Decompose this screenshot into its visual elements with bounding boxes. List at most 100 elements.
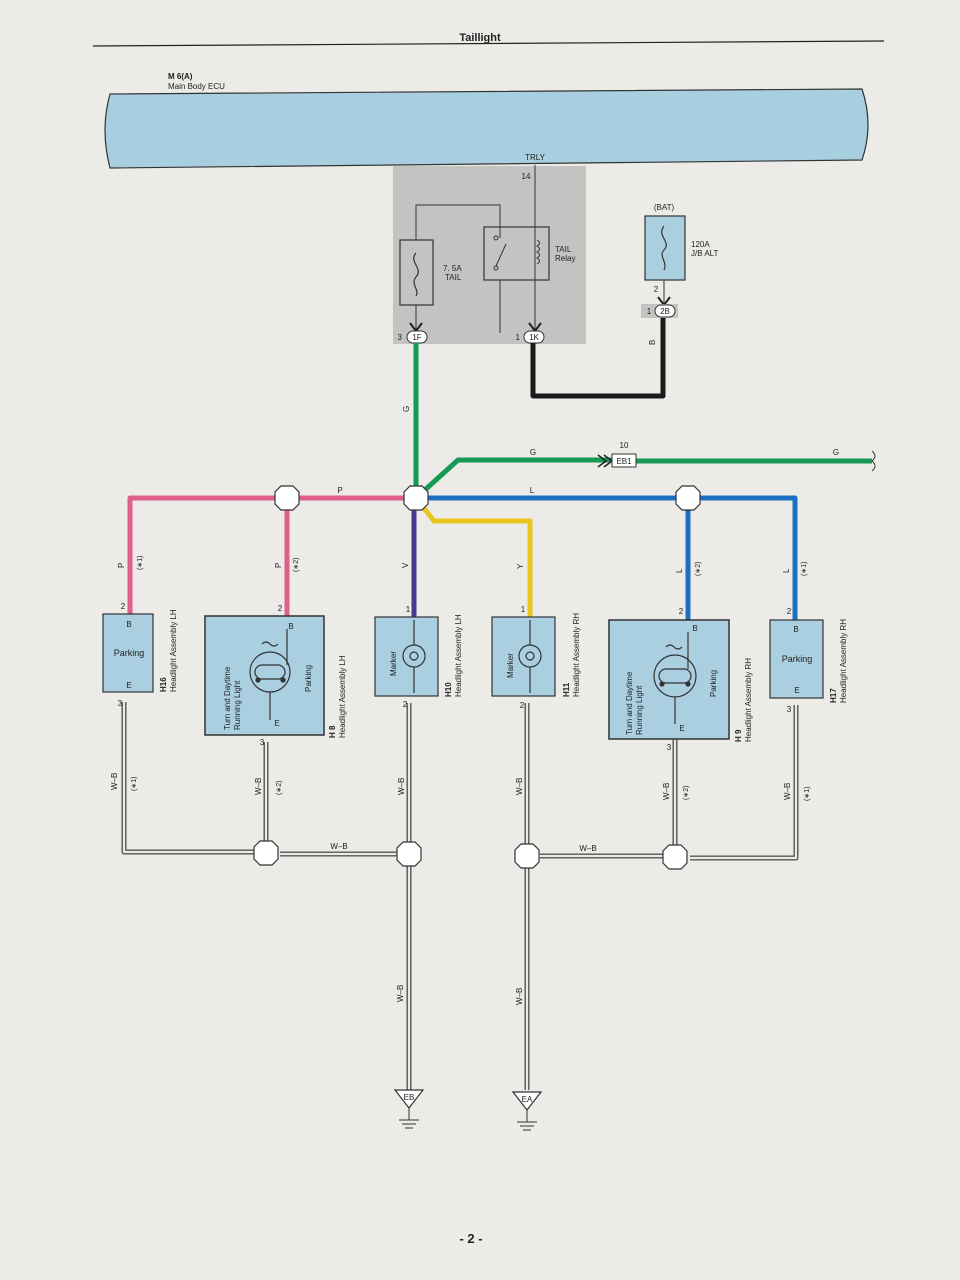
h11-pin-top: 1 bbox=[521, 605, 526, 614]
wire-green-break bbox=[871, 450, 876, 472]
wb-label-h9: W–B bbox=[662, 783, 671, 800]
main-body-ecu-box bbox=[104, 88, 869, 169]
splice-bottom-4 bbox=[662, 844, 688, 870]
jb-internal-wiring bbox=[415, 165, 536, 333]
component-h10: 1 Marker 2 H10 Headlight Assembly LH bbox=[374, 605, 463, 709]
h16-pin-b: B bbox=[126, 620, 131, 629]
component-h11: 1 Marker 2 H11 Headlight Assembly RH bbox=[491, 605, 581, 710]
note-h8-top: (∗2) bbox=[293, 558, 300, 572]
component-h9: 2 B Turn and Daytime Running Light Parki… bbox=[608, 607, 753, 752]
tail-fuse bbox=[399, 239, 434, 306]
alt-fuse-icon bbox=[661, 225, 667, 271]
h11-bulb-icon bbox=[518, 620, 542, 693]
note-h9-bottom: (∗2) bbox=[683, 786, 690, 800]
wire-pink-h16 bbox=[127, 495, 416, 614]
wb-label-right-bus: W–B bbox=[579, 844, 596, 853]
h8-code: H 8 bbox=[328, 725, 337, 738]
h9-function-c: Parking bbox=[709, 670, 718, 697]
tail-fuse-icon bbox=[413, 252, 419, 297]
h17-name: Headlight Assembly RH bbox=[839, 619, 848, 703]
wire-l-label: L bbox=[530, 486, 535, 495]
ground-wires-wb-inner bbox=[122, 702, 798, 1090]
connector-2b-pin: 1 bbox=[647, 307, 652, 316]
splice-top-left bbox=[274, 485, 300, 511]
splice-bottom-2 bbox=[396, 841, 422, 867]
wire-g-label-3: G bbox=[833, 448, 839, 457]
wire-p-label-h8: P bbox=[274, 563, 283, 568]
h8-function-a: Turn and Daytime bbox=[223, 666, 232, 730]
ecu-terminal-name: TRLY bbox=[525, 153, 546, 162]
h8-function-b: Running Light bbox=[233, 680, 242, 730]
h10-code: H10 bbox=[444, 682, 453, 697]
connector-eb1-pin: 10 bbox=[620, 441, 629, 450]
fuse-rating: 7. 5A bbox=[443, 264, 462, 273]
page-number: - 2 - bbox=[459, 1231, 482, 1246]
h16-pin-bottom: 3 bbox=[118, 699, 123, 708]
wire-g-label: G bbox=[402, 406, 411, 412]
wb-label-left-bus: W–B bbox=[330, 842, 347, 851]
wb-label-h16: W–B bbox=[110, 773, 119, 790]
note-h16-bottom: (∗1) bbox=[131, 777, 138, 791]
h10-bulb-icon bbox=[402, 620, 426, 693]
connector-1k-label: 1K bbox=[529, 333, 539, 342]
h17-code: H17 bbox=[829, 688, 838, 703]
h9-function-b: Running Light bbox=[635, 685, 644, 735]
wire-green-branch bbox=[414, 457, 612, 500]
wire-l-label-h17: L bbox=[782, 568, 791, 573]
wire-b-label: B bbox=[648, 340, 657, 345]
h17-pin-top: 2 bbox=[787, 607, 792, 616]
component-h16: 2 B Parking E 3 H16 Headlight Assembly L… bbox=[102, 602, 178, 708]
fuse-name: TAIL bbox=[445, 273, 462, 282]
tail-relay bbox=[483, 226, 550, 281]
note-h17-top: (∗1) bbox=[801, 562, 808, 576]
h9-name: Headlight Assembly RH bbox=[744, 658, 753, 742]
note-h8-bottom: (∗2) bbox=[276, 781, 283, 795]
wire-l-label-h9: L bbox=[675, 568, 684, 573]
h10-name: Headlight Assembly LH bbox=[454, 614, 463, 697]
h9-pin-e: E bbox=[679, 724, 684, 733]
wire-black-b bbox=[530, 318, 666, 399]
splice-top-right bbox=[675, 485, 701, 511]
note-h17-bottom: (∗1) bbox=[804, 787, 811, 801]
relay-label: Relay bbox=[555, 254, 575, 263]
header-rule bbox=[92, 40, 885, 47]
wb-label-h11: W–B bbox=[515, 778, 524, 795]
h8-pin-b: B bbox=[288, 622, 293, 631]
relay-switch-icon bbox=[493, 235, 507, 271]
ground-ea-label: EA bbox=[522, 1095, 533, 1104]
h17-pin-bottom: 3 bbox=[787, 705, 792, 714]
wb-label-h17: W–B bbox=[783, 783, 792, 800]
h11-code: H11 bbox=[562, 682, 571, 697]
wire-v-label: V bbox=[401, 562, 410, 568]
connector-1f-label: 1F bbox=[412, 333, 421, 342]
h8-pin-top: 2 bbox=[278, 604, 283, 613]
h11-name: Headlight Assembly RH bbox=[572, 613, 581, 697]
ground-wires-wb bbox=[121, 702, 799, 1090]
splice-top-center bbox=[403, 485, 429, 511]
connector-2b bbox=[654, 304, 676, 318]
junction-block bbox=[393, 166, 586, 344]
wire-yellow bbox=[414, 496, 533, 617]
connector-1f-pin: 3 bbox=[398, 333, 403, 342]
h11-function: Marker bbox=[506, 653, 515, 678]
relay-name: TAIL bbox=[555, 245, 572, 254]
component-h17: 2 B Parking E 3 H17 Headlight Assembly R… bbox=[769, 607, 848, 714]
wire-p-label: P bbox=[337, 486, 342, 495]
h16-function: Parking bbox=[114, 648, 145, 658]
wire-p-label-h16: P bbox=[117, 563, 126, 568]
h9-pin-top: 2 bbox=[679, 607, 684, 616]
wb-label-h10: W–B bbox=[397, 778, 406, 795]
h9-pin-b: B bbox=[692, 624, 697, 633]
h17-function: Parking bbox=[782, 654, 813, 664]
h8-function-c: Parking bbox=[304, 665, 313, 692]
component-h8: 2 B Turn and Daytime Running Light Parki… bbox=[204, 604, 347, 747]
ecu-terminal-pin: 14 bbox=[522, 172, 531, 181]
note-h9-top: (∗2) bbox=[695, 562, 702, 576]
wb-label-eb: W–B bbox=[396, 985, 405, 1002]
h16-code: H16 bbox=[159, 677, 168, 692]
h16-pin-e: E bbox=[126, 681, 131, 690]
ecu-code: M 6(A) bbox=[168, 72, 193, 81]
alt-fuse-name: J/B ALT bbox=[691, 249, 719, 258]
battery-source: (BAT) bbox=[654, 203, 675, 212]
